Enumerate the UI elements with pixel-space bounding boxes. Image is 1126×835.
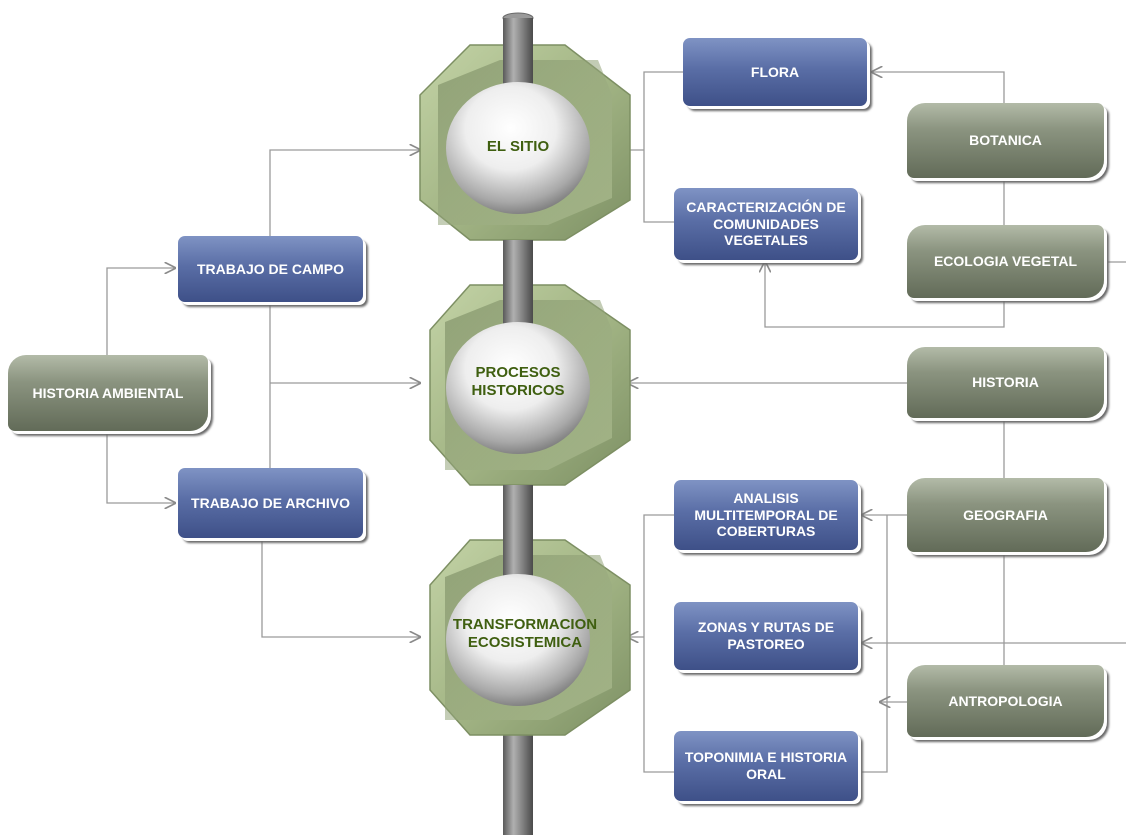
stage-label-transformacion: TRANSFORMACION ECOSISTEMICA <box>452 616 598 651</box>
connector-antropologia-bracket <box>862 515 888 773</box>
box-analisis: ANALISIS MULTITEMPORAL DE COBERTURAS <box>674 480 858 550</box>
connectors <box>106 71 1126 773</box>
box-caracterizacion: CARACTERIZACIÓN DE COMUNIDADES VEGETALES <box>674 188 858 260</box>
stage-label-procesos: PROCESOS HISTORICOS <box>471 364 565 399</box>
box-historia: HISTORIA <box>907 347 1104 418</box>
sphere-sitio <box>446 82 590 214</box>
connector-root-campo <box>106 268 175 355</box>
connector-archivo-transformacion <box>261 538 420 637</box>
box-zonas: ZONAS Y RUTAS DE PASTOREO <box>674 602 858 670</box>
box-ecologia-vegetal: ECOLOGIA VEGETAL <box>907 225 1104 298</box>
sphere-procesos <box>446 322 590 454</box>
box-botanica: BOTANICA <box>907 103 1104 178</box>
connector-campo-sitio <box>269 150 420 236</box>
connector-root-archivo <box>106 432 175 503</box>
box-trabajo-campo: TRABAJO DE CAMPO <box>178 236 363 302</box>
connector-bracket-transformacion <box>643 514 674 773</box>
box-flora: FLORA <box>683 38 867 106</box>
connector-botanica-flora <box>872 72 1005 103</box>
box-trabajo-archivo: TRABAJO DE ARCHIVO <box>178 468 363 538</box>
box-antropologia: ANTROPOLOGIA <box>907 665 1104 737</box>
box-historia-ambiental: HISTORIA AMBIENTAL <box>8 355 208 431</box>
stage-label-sitio: EL SITIO <box>486 138 550 155</box>
connector-bracket-sitio <box>643 71 683 223</box>
box-toponimia: TOPONIMIA E HISTORIA ORAL <box>674 731 858 801</box>
stage-sitio <box>419 18 631 241</box>
box-geografia: GEOGRAFIA <box>907 478 1104 552</box>
stage-transformacion <box>429 485 631 736</box>
stage-procesos <box>429 240 631 486</box>
connector-ecologia-caracterizacion <box>765 262 1005 328</box>
sphere-transformacion <box>446 574 590 706</box>
